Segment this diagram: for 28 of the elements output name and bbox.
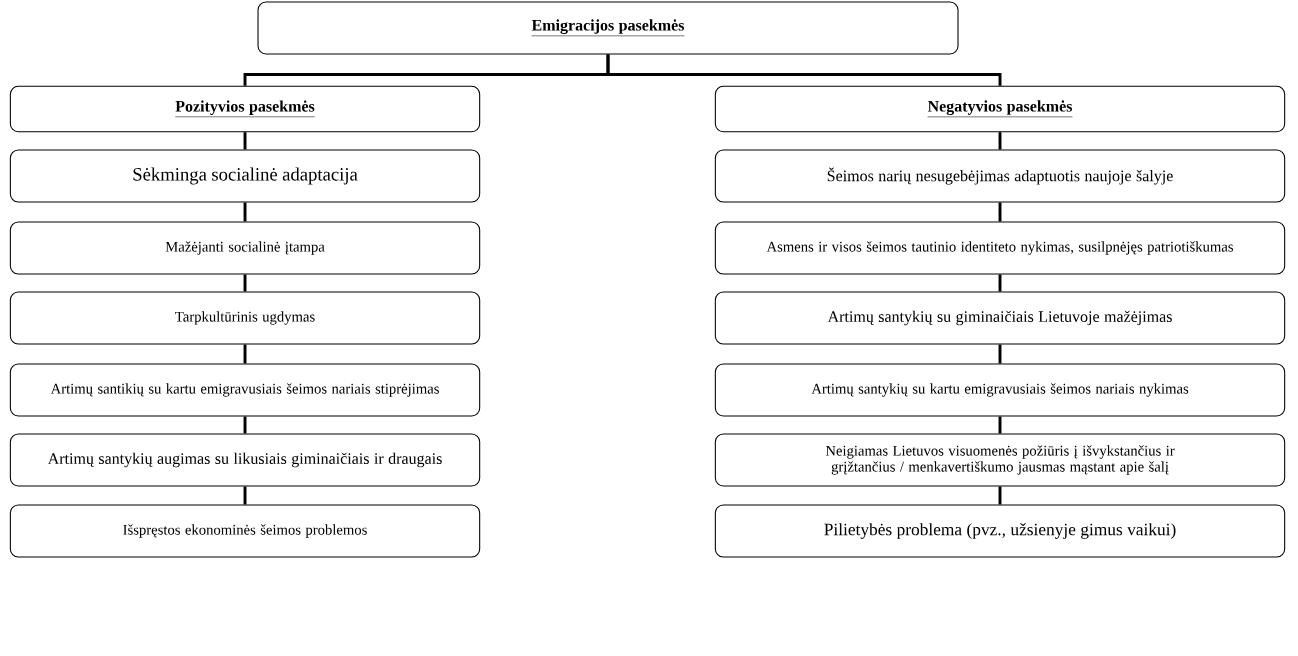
connector-line [243,132,247,150]
connector-line [243,202,247,222]
connector-line [998,416,1002,434]
text-box: Neigiamas Lietuvos visuomenės požiūris į išvykstančius ir grįžtančius / menkavertiškumo jausmas mąstant apie šalį [714,433,1286,487]
text-box: Asmens ir visos šeimos tautinio identiteto nykimas, susilpnėjęs patriotiškumas [714,221,1286,275]
text-box: Artimų santikių su kartu emigravusiais šeimos nariais stiprėjimas [9,363,481,417]
text-box: Šeimos narių nesugebėjimas adaptuotis naujoje šalyje [714,149,1286,203]
heading-box: Pozityvios pasekmės [9,85,481,133]
text-box: Pilietybės problema (pvz., užsienyje gimus vaikui) [714,504,1286,558]
text-box: Mažėjanti socialinė įtampa [9,221,481,275]
connector-line [998,486,1002,505]
text-box: Artimų santykių su giminaičiais Lietuvoje mažėjimas [714,291,1286,345]
connector-line [998,202,1002,222]
connector-line [243,274,247,292]
heading-box: Negatyvios pasekmės [714,85,1286,133]
connector-line [998,274,1002,292]
connector-line [606,54,1002,86]
connector-line [243,344,247,364]
connector-line [243,486,247,505]
text-box: Išspręstos ekonominės šeimos problemos [9,504,481,558]
connector-line [998,132,1002,150]
heading-box: Emigracijos pasekmės [257,1,959,55]
connector-line [243,416,247,434]
text-box: Tarpkultūrinis ugdymas [9,291,481,345]
text-box: Sėkminga socialinė adaptacija [9,149,481,203]
connector-line [998,344,1002,364]
text-box: Artimų santykių su kartu emigravusiais šeimos nariais nykimas [714,363,1286,417]
text-box: Artimų santykių augimas su likusiais giminaičiais ir draugais [9,433,481,487]
